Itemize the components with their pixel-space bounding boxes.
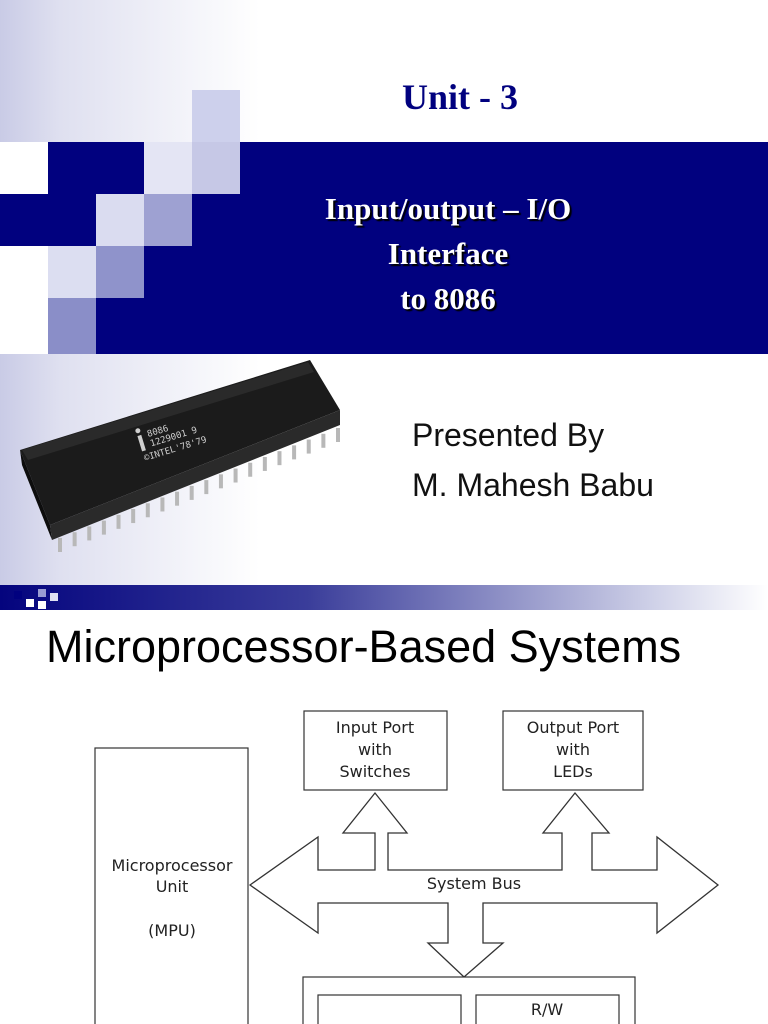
- decor-square: [38, 589, 46, 597]
- decor-square: [48, 246, 96, 298]
- input-port-label: Switches: [339, 762, 410, 781]
- chip-pin: [72, 532, 77, 547]
- decor-square: [14, 591, 22, 599]
- mpu-label: Unit: [156, 877, 189, 896]
- system-bus-arrow: [248, 791, 720, 978]
- chip-pin: [160, 497, 165, 512]
- intel-8086-chip-image: 8086 1229001 9 ©INTEL'78'79: [20, 360, 340, 552]
- intel-logo-mark: [137, 434, 146, 452]
- title-slide: Unit - 3 Input/output – I/O Interface to…: [0, 0, 768, 585]
- chip-pin: [262, 456, 267, 471]
- output-port-label: LEDs: [553, 762, 593, 781]
- chip-pin: [189, 485, 194, 500]
- chip-pin: [292, 445, 297, 460]
- chip-pin: [145, 503, 150, 518]
- system-bus-label: System Bus: [427, 874, 521, 893]
- input-port-label: with: [358, 740, 392, 759]
- subtitle-line: Input/output – I/O: [324, 191, 572, 226]
- decor-square: [0, 246, 48, 354]
- memory-rw-label: R/W: [531, 1000, 564, 1019]
- mpu-label: Microprocessor: [112, 856, 233, 875]
- content-slide: Microprocessor-Based Systems Microproces…: [0, 585, 768, 1024]
- input-port-label: Input Port: [336, 718, 414, 737]
- subtitle-line: Interface: [387, 236, 509, 271]
- chip-pin: [204, 480, 209, 495]
- output-port-label: with: [556, 740, 590, 759]
- chip-pin: [336, 428, 340, 442]
- input-port-block: [303, 710, 448, 791]
- decor-square: [96, 194, 144, 246]
- decor-square: [192, 142, 240, 194]
- decor-square: [26, 599, 34, 607]
- chip-pin: [321, 433, 326, 448]
- presenter-info: Presented By M. Mahesh Babu: [412, 410, 654, 510]
- slide-subtitle: Input/output – I/O Interface to 8086: [236, 186, 660, 321]
- decor-square: [192, 90, 240, 142]
- chip-pin: [277, 451, 282, 466]
- decor-square: [144, 142, 192, 194]
- subtitle-line: to 8086: [400, 281, 496, 316]
- chip-pin: [87, 526, 92, 541]
- presenter-label: Presented By: [412, 417, 605, 453]
- chip-pin: [306, 439, 311, 454]
- chip-pin: [101, 520, 106, 535]
- unit-title: Unit - 3: [402, 77, 518, 117]
- system-block-diagram: Microprocessor Unit (MPU) Input Port wit…: [94, 710, 720, 1024]
- output-port-label: Output Port: [527, 718, 619, 737]
- decor-square: [96, 246, 144, 298]
- decor-square: [144, 194, 192, 246]
- output-port-block: [502, 710, 644, 791]
- chip-pin: [175, 491, 180, 506]
- decor-square: [0, 142, 48, 194]
- chip-pin: [131, 509, 136, 524]
- memory-rom-block: [317, 994, 462, 1024]
- slide-title: Microprocessor-Based Systems: [46, 621, 682, 672]
- chip-pin: [116, 514, 121, 529]
- mpu-block: [94, 747, 249, 1024]
- decor-square: [50, 593, 58, 601]
- chip-pin: [248, 462, 253, 477]
- mpu-label: (MPU): [148, 921, 196, 940]
- decor-square: [38, 601, 46, 609]
- decor-square: [48, 298, 96, 354]
- presenter-name: M. Mahesh Babu: [412, 467, 654, 503]
- memory-rw-block: [475, 994, 620, 1024]
- header-gradient-bar: [0, 585, 768, 610]
- chip-pin: [233, 468, 238, 483]
- chip-pin: [218, 474, 223, 489]
- chip-pin: [58, 538, 62, 552]
